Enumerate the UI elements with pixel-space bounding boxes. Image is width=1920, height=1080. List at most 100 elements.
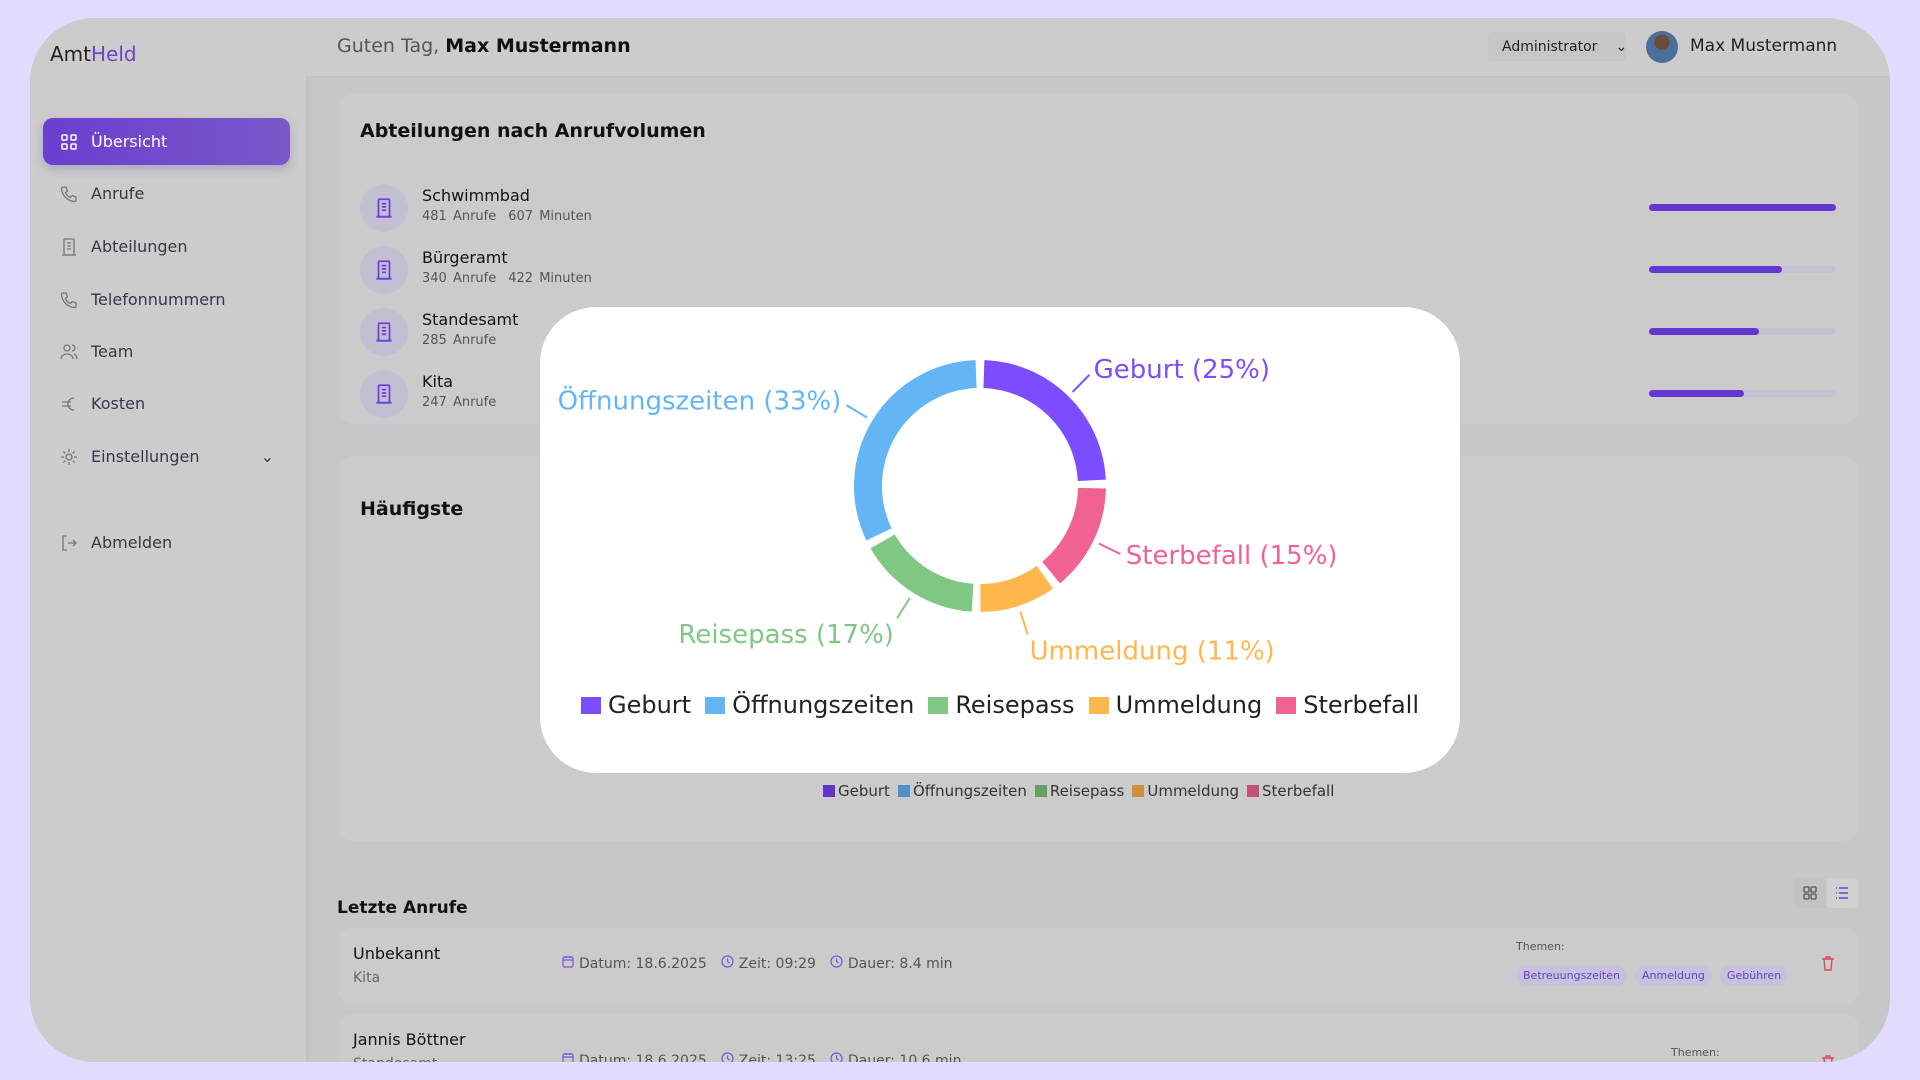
call-time: Zeit: 09:29 <box>721 955 816 972</box>
department-volume-bar <box>1649 204 1836 211</box>
sidebar-item-abteilungen[interactable]: Abteilungen <box>43 223 290 270</box>
department-name: Standesamt <box>422 310 519 329</box>
sidebar: AmtHeld Übersicht Anrufe Abteilungen Tel… <box>30 18 306 1062</box>
data-label: Öffnungszeiten (33%) <box>558 385 842 417</box>
sidebar-item-uebersicht[interactable]: Übersicht <box>43 118 290 165</box>
delete-icon[interactable] <box>1821 955 1835 975</box>
department-row[interactable]: Standesamt 285 Anrufe <box>360 308 1840 356</box>
sidebar-item-anrufe[interactable]: Anrufe <box>43 170 290 217</box>
euro-icon <box>62 396 75 411</box>
greeting: Guten Tag, Max Mustermann <box>337 35 631 57</box>
call-duration: Dauer: 10.6 min <box>830 1052 961 1062</box>
call-time: Zeit: 13:25 <box>721 1052 816 1062</box>
themen-label: Themen: <box>1516 940 1565 953</box>
call-date: Datum: 18.6.2025 <box>562 955 707 972</box>
phone-icon <box>60 185 77 202</box>
legend-item[interactable]: Ummeldung <box>1088 691 1262 719</box>
chart-legend: Geburt Öffnungszeiten Reisepass Ummeldung St… <box>540 691 1460 719</box>
logo: AmtHeld <box>50 42 137 66</box>
sidebar-item-team[interactable]: Team <box>43 328 290 375</box>
topic-tag[interactable]: Anmeldung <box>1634 965 1712 986</box>
grid-view-button[interactable] <box>1794 878 1826 908</box>
department-volume-bar <box>1649 266 1836 273</box>
donut-segment-sterbefall[interactable] <box>1042 487 1106 584</box>
sidebar-item-label: Einstellungen <box>91 447 200 466</box>
data-label: Geburt (25%) <box>1094 355 1270 385</box>
call-date: Datum: 18.6.2025 <box>562 1052 707 1062</box>
legend-item[interactable]: Öffnungszeiten <box>897 782 1027 800</box>
caller-department: Kita <box>353 970 381 986</box>
donut-segment-geburt[interactable] <box>983 360 1106 482</box>
calendar-icon <box>562 1052 574 1062</box>
call-row[interactable]: Unbekannt Kita Datum: 18.6.2025 Zeit: 09… <box>338 928 1859 1004</box>
donut-segment-ummeldung[interactable] <box>980 565 1054 612</box>
list-view-button[interactable] <box>1826 878 1858 908</box>
sidebar-item-abmelden[interactable]: Abmelden <box>43 519 290 566</box>
legend-item[interactable]: Öffnungszeiten <box>705 691 914 719</box>
user-menu[interactable]: Max Mustermann <box>1690 36 1838 56</box>
leader-line <box>846 404 868 419</box>
users-icon <box>60 343 78 359</box>
clock-icon <box>830 955 843 972</box>
sidebar-item-label: Abteilungen <box>91 237 188 256</box>
departments-title: Abteilungen nach Anrufvolumen <box>360 120 706 142</box>
leader-line <box>1098 542 1121 555</box>
department-volume-bar <box>1649 390 1836 397</box>
legend-item[interactable]: Ummeldung <box>1132 782 1239 800</box>
sidebar-item-kosten[interactable]: Kosten <box>43 380 290 427</box>
header: Guten Tag, Max Mustermann Administrator⌄… <box>306 18 1890 77</box>
delete-icon[interactable] <box>1821 1054 1835 1062</box>
legend-item[interactable]: Sterbefall <box>1247 782 1334 800</box>
sidebar-item-label: Anrufe <box>91 184 145 203</box>
caller-name: Unbekannt <box>353 944 441 963</box>
themen-label: Themen: <box>1671 1046 1720 1059</box>
call-row[interactable]: Jannis Böttner Standesamt Datum: 18.6.20… <box>338 1014 1859 1062</box>
clock-icon <box>830 1052 843 1062</box>
list-icon <box>1836 887 1848 899</box>
leader-line <box>1019 611 1029 635</box>
chart-modal: Geburt (25%) Sterbefall (15%) Ummeldung (1… <box>540 307 1460 773</box>
department-row[interactable]: Kita 247 Anrufe <box>360 370 1840 418</box>
department-name: Schwimmbad <box>422 186 530 205</box>
building-icon <box>360 308 408 356</box>
topics-legend: Geburt Öffnungszeiten Reisepass Ummeldung St… <box>823 782 1334 800</box>
calendar-icon <box>562 955 574 972</box>
building-icon <box>360 246 408 294</box>
topic-tag[interactable]: Betreuungszeiten <box>1516 965 1627 986</box>
sidebar-item-label: Team <box>91 342 134 361</box>
caller-name: Jannis Böttner <box>353 1030 466 1049</box>
role-dropdown[interactable]: Administrator⌄ <box>1488 32 1627 61</box>
donut-segment-reisepass[interactable] <box>870 534 974 612</box>
legend-item[interactable]: Reisepass <box>1034 782 1124 800</box>
sidebar-item-einstellungen[interactable]: Einstellungen ⌄ <box>43 433 290 480</box>
sidebar-item-label: Übersicht <box>91 132 168 151</box>
data-label: Ummeldung (11%) <box>1030 637 1275 667</box>
legend-item[interactable]: Geburt <box>823 782 890 800</box>
avatar[interactable] <box>1646 31 1678 63</box>
donut-segment-öffnungszeiten[interactable] <box>854 360 977 541</box>
topics-title: Häufigste <box>360 498 464 520</box>
clock-icon <box>721 955 734 972</box>
department-name: Bürgeramt <box>422 248 508 267</box>
leader-line <box>896 597 911 619</box>
phone-icon <box>60 291 77 308</box>
recent-calls-title: Letzte Anrufe <box>337 898 468 918</box>
building-icon <box>360 184 408 232</box>
donut-chart: Geburt (25%) Sterbefall (15%) Ummeldung (1… <box>558 355 1338 667</box>
chevron-down-icon: ⌄ <box>260 447 274 466</box>
department-stats: 285 Anrufe <box>422 333 497 348</box>
legend-item[interactable]: Reisepass <box>928 691 1075 719</box>
data-label: Sterbefall (15%) <box>1126 541 1338 571</box>
data-label: Reisepass (17%) <box>678 620 894 650</box>
legend-item[interactable]: Geburt <box>581 691 691 719</box>
view-toggle <box>1794 878 1858 908</box>
legend-item[interactable]: Sterbefall <box>1276 691 1419 719</box>
call-duration: Dauer: 8.4 min <box>830 955 953 972</box>
grid-icon <box>1803 886 1817 900</box>
topic-tag[interactable]: Gebühren <box>1719 965 1789 986</box>
sidebar-item-telefonnummern[interactable]: Telefonnummern <box>43 276 290 323</box>
sidebar-item-label: Abmelden <box>91 533 173 552</box>
clock-icon <box>721 1052 734 1062</box>
